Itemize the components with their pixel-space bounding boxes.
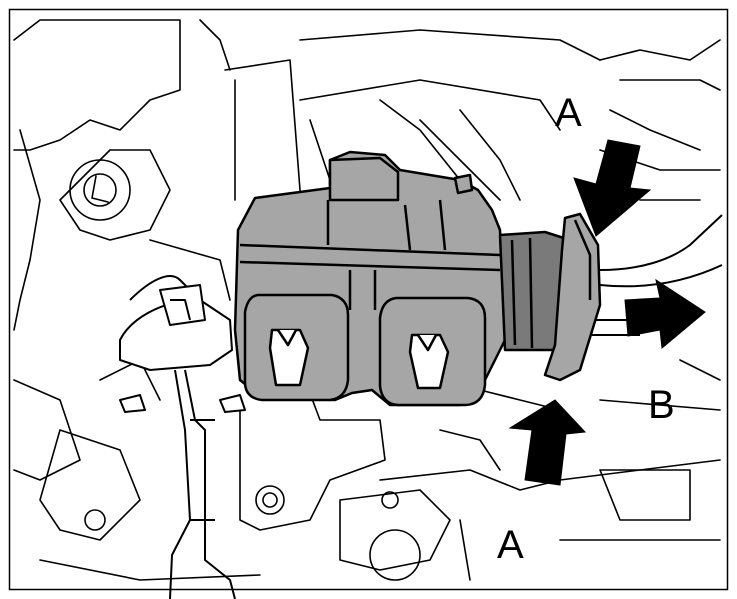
- callout-a-bottom: A: [497, 523, 524, 567]
- callout-a-top: A: [555, 91, 582, 135]
- connector-body: [233, 150, 602, 407]
- arrow-a-top: [573, 139, 652, 237]
- arrow-b-right: [624, 278, 706, 349]
- background-structure: [13, 19, 721, 581]
- callout-b: B: [648, 383, 675, 427]
- diagram-border: [8, 8, 729, 591]
- arrow-a-bottom: [508, 399, 587, 486]
- rod-assembly: [119, 275, 246, 599]
